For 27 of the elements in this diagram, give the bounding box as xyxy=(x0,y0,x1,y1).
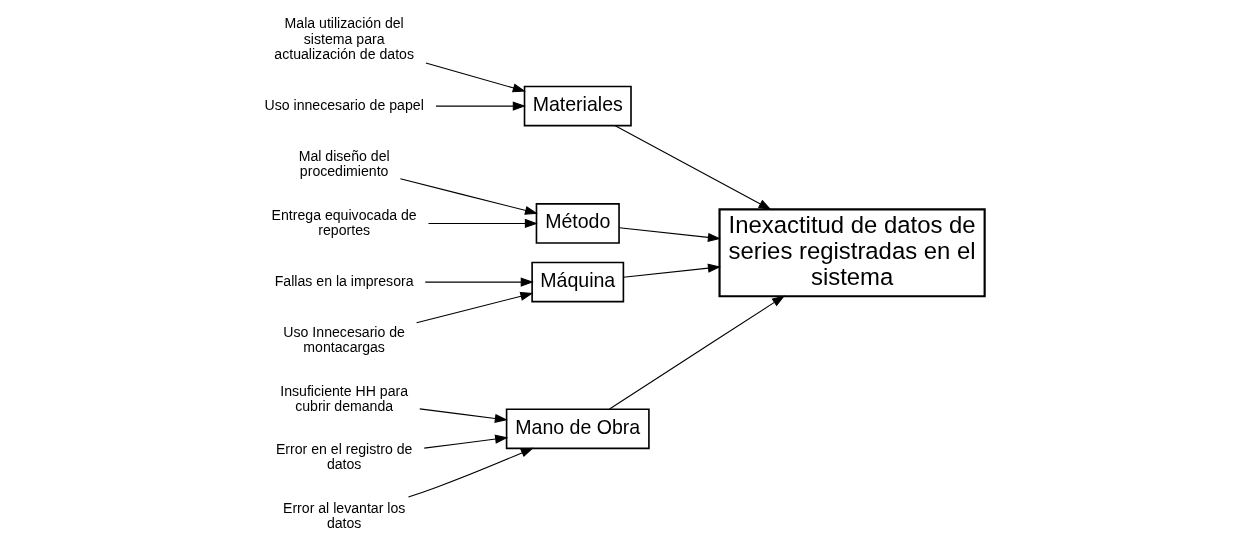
node-box: Máquina xyxy=(530,261,624,303)
arrow xyxy=(424,62,526,93)
node-text: Mala utilización del sistema para actualización de datos xyxy=(273,15,414,62)
node-text: Uso Innecesario de montacargas xyxy=(282,323,405,356)
node-text: Fallas en la impresora xyxy=(274,272,414,289)
arrow xyxy=(427,218,538,228)
node-box: Método xyxy=(535,203,620,244)
arrow xyxy=(418,408,508,423)
arrow xyxy=(614,125,772,210)
node-box: Materiales xyxy=(523,85,632,127)
arrow xyxy=(608,295,785,410)
node-text: Entrega equivocada de reportes xyxy=(271,206,417,238)
arrow xyxy=(399,178,538,215)
node-text: Mal diseño del procedimiento xyxy=(298,147,390,180)
arrow xyxy=(435,101,526,111)
node-text: Error en el registro de datos xyxy=(275,441,412,473)
node-text: Insuficiente HH para cubrir demanda xyxy=(279,382,408,414)
arrow xyxy=(415,291,533,324)
arrow xyxy=(407,447,534,498)
node-box: Mano de Obra xyxy=(505,408,650,450)
arrow xyxy=(622,263,721,278)
node-text: Uso innecesario de papel xyxy=(264,96,424,113)
node-box: Inexactitud de datos de series registradas en el sistema xyxy=(717,208,986,298)
arrow xyxy=(423,434,508,449)
arrow xyxy=(618,227,721,242)
arrow xyxy=(424,277,534,287)
node-text: Error al levantar los datos xyxy=(282,499,405,532)
